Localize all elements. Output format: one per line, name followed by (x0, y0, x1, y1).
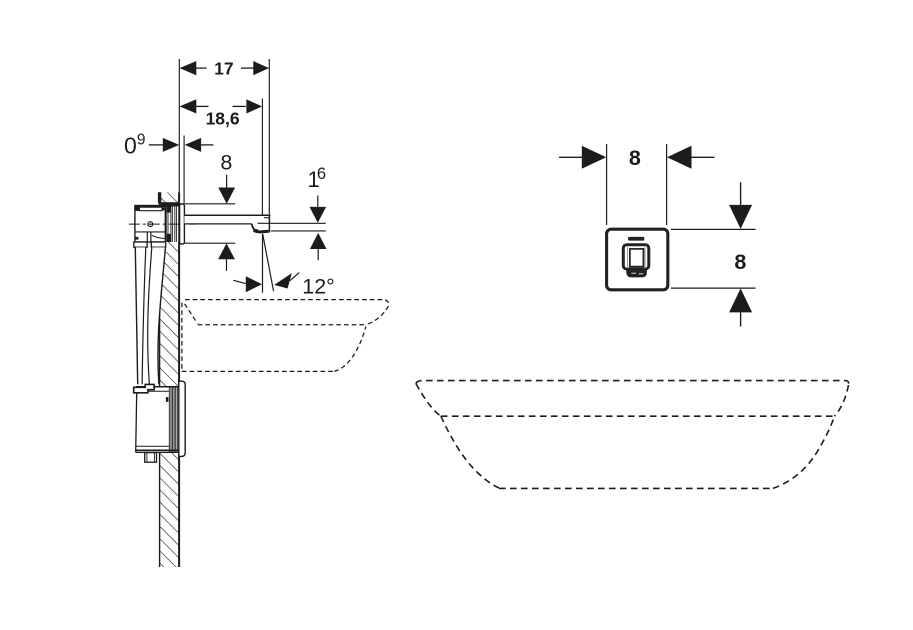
svg-text:18,6: 18,6 (206, 109, 240, 129)
svg-text:0: 0 (124, 132, 137, 158)
svg-text:8: 8 (220, 151, 232, 175)
svg-text:12°: 12° (302, 275, 335, 299)
svg-text:8: 8 (629, 146, 641, 170)
svg-text:1: 1 (308, 167, 320, 192)
svg-text:17: 17 (214, 59, 233, 79)
svg-text:9: 9 (137, 131, 146, 148)
svg-text:8: 8 (734, 250, 746, 274)
svg-text:6: 6 (317, 165, 326, 183)
